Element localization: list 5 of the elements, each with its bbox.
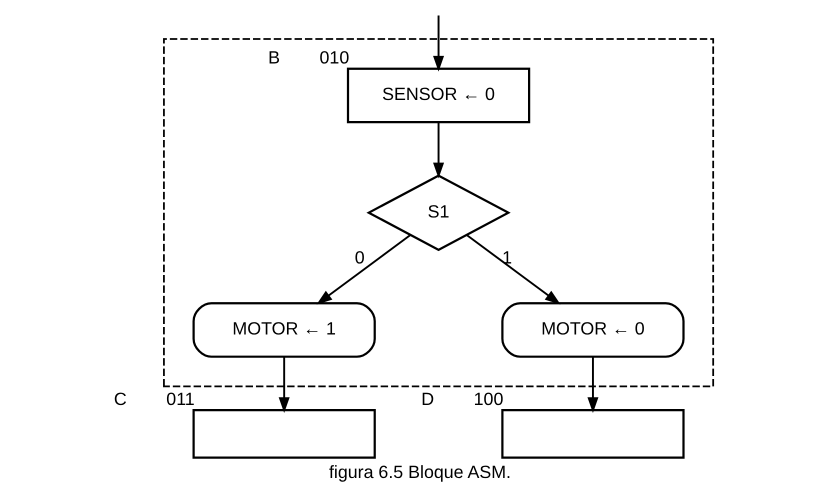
caption: figura 6.5 Bloque ASM. [328, 462, 512, 482]
edge-label: 0 [354, 248, 365, 268]
node-label: D 100 [421, 389, 504, 410]
node-label: B 010 [268, 48, 350, 68]
node-label: C 011 [114, 389, 195, 410]
